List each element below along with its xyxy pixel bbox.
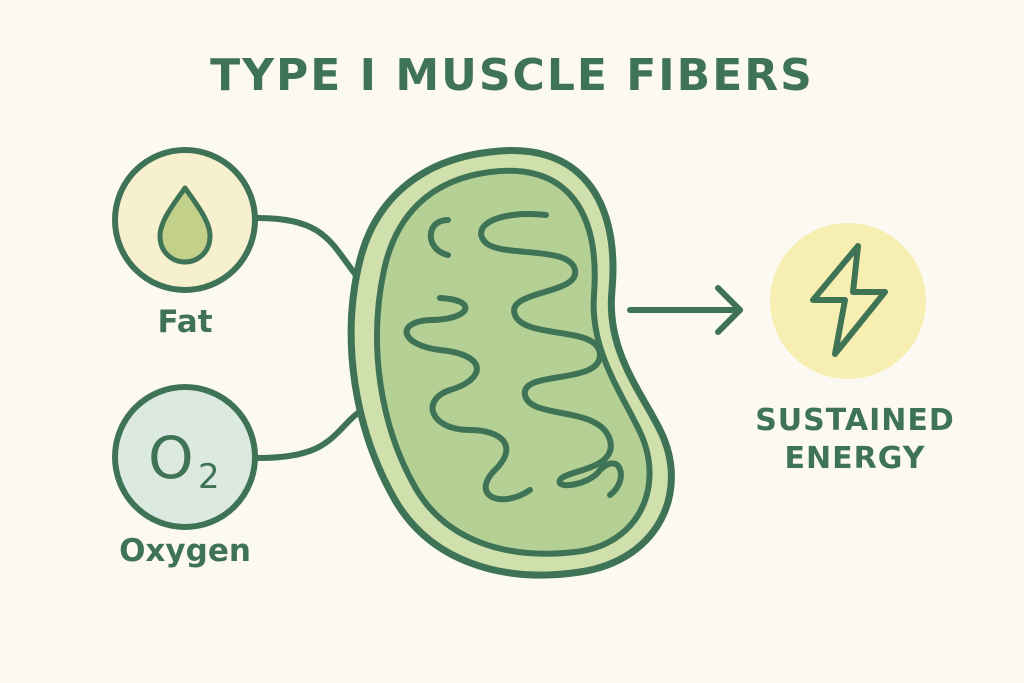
sustained-energy-label: SUSTAINED ENERGY: [730, 402, 980, 478]
oxygen-node: O 2: [112, 384, 258, 530]
diagram-title: TYPE I MUSCLE FIBERS: [210, 50, 814, 101]
energy-node: [770, 223, 926, 379]
lightning-bolt-icon: [810, 243, 888, 357]
energy-label-line2: ENERGY: [784, 441, 926, 476]
fat-label: Fat: [157, 304, 213, 340]
oxygen-label: Oxygen: [119, 533, 251, 569]
fat-node: [112, 147, 258, 293]
droplet-icon: [157, 185, 213, 265]
mitochondrion-icon: [347, 147, 675, 579]
energy-label-line1: SUSTAINED: [755, 403, 955, 438]
svg-text:2: 2: [198, 457, 220, 497]
o2-icon: O: [148, 424, 194, 492]
arrow-icon: [627, 285, 743, 335]
